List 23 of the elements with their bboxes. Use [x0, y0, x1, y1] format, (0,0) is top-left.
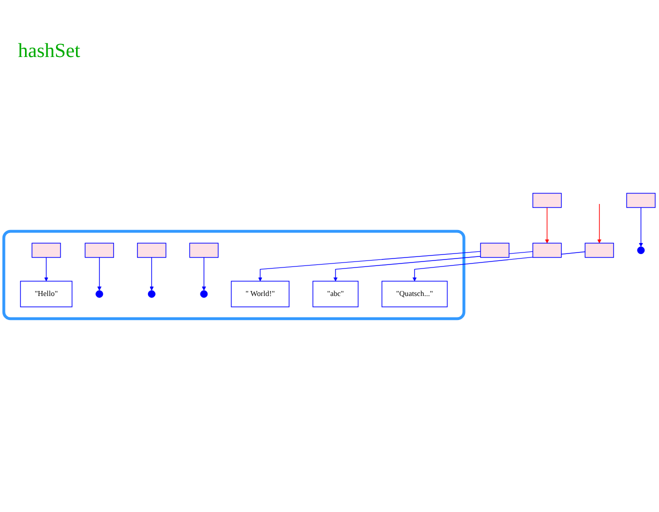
node-box: [532, 242, 562, 258]
arrow: [544, 207, 550, 244]
node-box: [480, 242, 510, 258]
node-circle: [96, 290, 104, 298]
node-box: [84, 242, 114, 258]
node-circle: [637, 246, 645, 254]
arrow: [638, 207, 644, 247]
arrow: [44, 257, 48, 282]
node-circle: [200, 290, 208, 298]
arrow: [202, 257, 206, 291]
node-box: [189, 242, 219, 258]
node-box: [32, 242, 61, 258]
arrow: [150, 257, 154, 291]
arrow: [258, 251, 481, 282]
variable-name: hashSet: [18, 40, 80, 63]
arrow: [597, 204, 602, 244]
node-box: [137, 242, 166, 258]
cluster: [2, 230, 466, 320]
node-box: [584, 242, 614, 258]
node-box: [532, 192, 562, 208]
arrow: [97, 257, 102, 291]
node-box: [626, 192, 656, 208]
node-circle: [148, 290, 156, 298]
